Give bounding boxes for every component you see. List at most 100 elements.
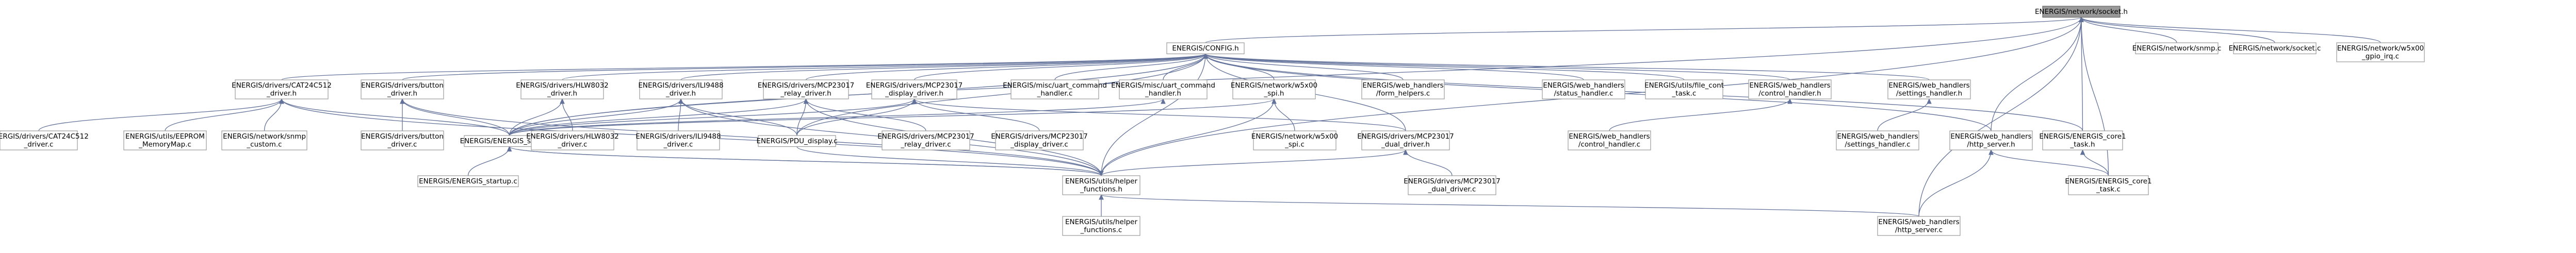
file-node[interactable]: ENERGIS/utils/helper_functions.c (1062, 216, 1140, 236)
file-node[interactable]: ENERGIS/network/snmp.c (2132, 42, 2222, 55)
node-label: ENERGIS/ENERGIS_core1 (2065, 177, 2151, 185)
node-box (235, 79, 329, 99)
node-label: /settings_handler.c (1845, 141, 1910, 149)
node-box (995, 130, 1084, 150)
file-node[interactable]: ENERGIS/network/snmp_custom.c (221, 130, 307, 150)
node-box (639, 79, 723, 99)
node-label: ENERGIS/network/w5x00 (2337, 44, 2424, 53)
node-label: ENERGIS/drivers/MCP23017 (1404, 177, 1501, 185)
file-node[interactable]: ENERGIS/utils/EEPROM_MemoryMap.c (123, 130, 207, 150)
include-edge (680, 98, 797, 136)
file-node[interactable]: ENERGIS/web_handlers/http_server.c (1877, 216, 1961, 236)
file-node[interactable]: ENERGIS/network/w5x00_spi.c (1251, 130, 1338, 150)
include-edge (509, 98, 681, 136)
node-label: _functions.c (1080, 226, 1122, 234)
file-node[interactable]: ENERGIS/CONFIG.h (1166, 42, 1245, 55)
focus-file-node[interactable]: ENERGIS/network/socket.h (2035, 6, 2128, 18)
node-label: /control_handler.c (1578, 141, 1640, 149)
include-edge (1918, 17, 2082, 217)
include-edge (281, 98, 510, 136)
file-node[interactable]: ENERGIS/web_handlers/status_handler.c (1542, 79, 1625, 99)
file-node[interactable]: ENERGIS/ENERGIS_core1_task.c (2065, 175, 2152, 195)
node-box (361, 130, 444, 150)
file-node[interactable]: ENERGIS/drivers/CAT24C512_driver.c (0, 130, 89, 150)
include-edge (1609, 98, 1790, 131)
include-edge (796, 54, 1206, 136)
file-node[interactable]: ENERGIS/network/w5x00_spi.h (1231, 79, 1317, 99)
node-box (1645, 79, 1723, 99)
node-label: _dual_driver.c (1428, 185, 1476, 194)
include-edge (2081, 17, 2275, 43)
file-node[interactable]: ENERGIS/web_handlers/settings_handler.c (1836, 130, 1919, 150)
file-node[interactable]: ENERGIS/drivers/HLW8032_driver.h (516, 79, 609, 99)
file-node[interactable]: ENERGIS/utils/file_cont_task.c (1644, 79, 1724, 99)
node-label: _driver.c (387, 141, 417, 149)
file-node[interactable]: ENERGIS/drivers/MCP23017_relay_driver.h (758, 79, 855, 99)
include-edge (509, 98, 563, 136)
file-node[interactable]: ENERGIS/misc/uart_command_handler.c (1003, 79, 1107, 99)
node-label: ENERGIS/drivers/MCP23017 (758, 81, 855, 90)
file-node[interactable]: ENERGIS/network/socket.c (2229, 42, 2321, 55)
file-node[interactable]: ENERGIS/PDU_display.c (757, 135, 838, 147)
node-box (1361, 130, 1450, 150)
include-edge (680, 53, 1206, 80)
node-box (1253, 130, 1336, 150)
file-node[interactable]: ENERGIS/drivers/ILI9488_driver.c (635, 130, 721, 150)
edge-arrowhead (1787, 98, 1792, 104)
include-edge (796, 98, 915, 136)
file-node[interactable]: ENERGIS/drivers/MCP23017_display_driver.… (866, 79, 963, 99)
node-label: ENERGIS/network/socket.h (2035, 8, 2128, 16)
node-label: ENERGIS/utils/EEPROM (125, 132, 205, 141)
node-label: _handler.c (1037, 90, 1073, 98)
include-edge (805, 98, 926, 131)
file-node[interactable]: ENERGIS/network/w5x00_gpio_irq.c (2336, 42, 2425, 62)
node-box (1877, 216, 1961, 236)
file-node[interactable]: ENERGIS/drivers/ILI9488_driver.h (638, 79, 724, 99)
node-label: _spi.h (1264, 90, 1284, 98)
file-node[interactable]: ENERGIS/ENERGIS_startup.c (417, 175, 519, 188)
node-label: ENERGIS/drivers/MCP23017 (1357, 132, 1454, 141)
file-node[interactable]: ENERGIS/drivers/MCP23017_display_driver.… (991, 130, 1088, 150)
include-edge (165, 98, 282, 131)
node-label: ENERGIS/utils/helper (1065, 177, 1138, 185)
file-node[interactable]: ENERGIS/drivers/MCP23017_dual_driver.h (1357, 130, 1454, 150)
edge-arrowhead (1099, 171, 1104, 177)
include-edge (509, 98, 915, 136)
include-edge (38, 98, 282, 131)
include-edge (1205, 53, 1790, 80)
file-node[interactable]: ENERGIS/web_handlers/control_handler.h (1748, 79, 1832, 99)
node-box (1166, 42, 1245, 55)
file-node[interactable]: ENERGIS/misc/uart_command_handler.h (1111, 79, 1215, 99)
node-label: ENERGIS/web_handlers (1878, 218, 1959, 226)
node-box (531, 130, 614, 150)
file-node[interactable]: ENERGIS/utils/helper_functions.h (1062, 175, 1140, 195)
node-label: _driver.c (663, 141, 693, 149)
file-node[interactable]: ENERGIS/drivers/MCP23017_dual_driver.c (1404, 175, 1501, 195)
file-node[interactable]: ENERGIS/ENERGIS_core1_task.h (2039, 130, 2126, 150)
include-edge (1205, 53, 1930, 80)
include-edge (562, 53, 1206, 80)
node-box (417, 175, 519, 188)
include-edge (509, 17, 2082, 136)
file-node[interactable]: ENERGIS/drivers/CAT24C512_driver.h (232, 79, 332, 99)
file-node[interactable]: ENERGIS/drivers/MCP23017_relay_driver.c (877, 130, 974, 150)
file-node[interactable]: ENERGIS/drivers/HLW8032_driver.c (526, 130, 619, 150)
node-label: ENERGIS/drivers/MCP23017 (991, 132, 1088, 141)
include-edge (1054, 54, 1206, 80)
include-edge (805, 53, 1206, 80)
node-label: ENERGIS/drivers/HLW8032 (526, 132, 619, 141)
node-box (882, 130, 970, 150)
file-node[interactable]: ENERGIS/web_handlers/settings_handler.h (1887, 79, 1971, 99)
file-node[interactable]: ENERGIS/web_handlers/control_handler.c (1568, 130, 1651, 150)
node-label: /form_helpers.c (1376, 90, 1430, 98)
file-node[interactable]: ENERGIS/drivers/button_driver.h (361, 79, 444, 99)
node-label: _MemoryMap.c (138, 141, 191, 149)
file-node[interactable]: ENERGIS/drivers/button_driver.c (361, 130, 444, 150)
file-node[interactable]: ENERGIS/web_handlers/form_helpers.c (1361, 79, 1445, 99)
include-edge (509, 54, 1206, 136)
node-box (1408, 175, 1496, 195)
node-box (871, 79, 957, 99)
node-label: _functions.h (1080, 185, 1122, 194)
file-node[interactable]: ENERGIS/web_handlers/http_server.h (1949, 130, 2033, 150)
